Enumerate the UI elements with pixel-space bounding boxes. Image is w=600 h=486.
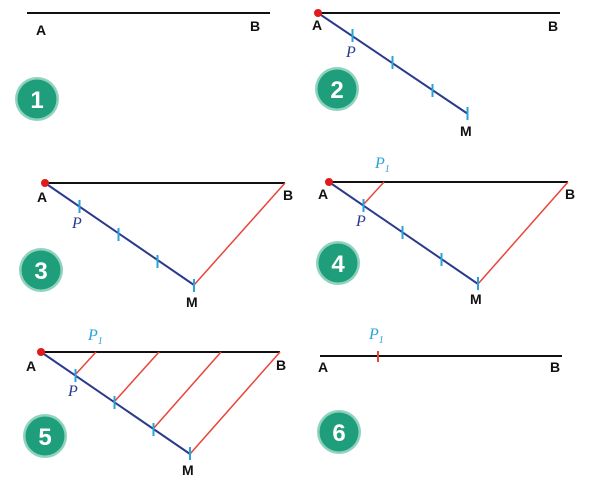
label-p: P [71,215,82,232]
label-b: B [283,187,293,203]
label-a: A [318,186,328,202]
parallel-line [113,351,160,403]
parallel-mb [477,181,569,285]
step-badge: 6 [317,410,361,454]
step-number: 6 [332,420,345,447]
label-p1: P1 [87,327,103,347]
point-a [41,179,49,187]
step-badge: 4 [316,241,360,285]
step-4-panel: A B P M P1 4 [316,155,575,307]
label-m: M [182,462,194,478]
point-a [325,178,333,186]
label-a: A [36,22,46,38]
parallel-pp1 [74,351,97,376]
step-number: 1 [30,87,43,114]
label-m: M [186,294,198,310]
point-a [314,9,322,17]
parallel-mb [189,351,281,455]
label-m: M [460,123,472,139]
label-a: A [37,189,47,205]
label-m: M [470,291,482,307]
label-b: B [250,18,260,34]
parallel-line [152,351,222,430]
label-a: A [318,359,328,375]
step-3-panel: A B P M 3 [19,179,293,310]
step-2-panel: A B P M 2 [312,9,560,139]
label-b: B [550,359,560,375]
label-p1: P1 [374,155,390,175]
label-b: B [276,357,286,373]
label-a: A [26,358,36,374]
step-6-panel: A B P1 6 [317,326,562,454]
step-5-panel: A B P M P1 5 [23,327,286,478]
label-p: P [355,213,366,230]
parallel-mb [193,182,286,286]
label-a: A [312,17,322,33]
step-number: 3 [34,258,47,285]
point-a [37,348,45,356]
label-p: P [67,383,78,400]
step-badge: 1 [15,77,59,121]
label-b: B [565,186,575,202]
step-number: 4 [331,251,345,278]
label-b: B [548,18,558,34]
label-p: P [345,44,356,61]
step-1-panel: A B 1 [15,12,270,121]
step-badge: 3 [19,248,63,292]
step-number: 2 [330,77,343,104]
step-badge: 5 [23,414,67,458]
parallel-pp1 [362,181,385,206]
label-p1: P1 [368,326,384,346]
step-number: 5 [38,424,51,451]
step-badge: 2 [315,67,359,111]
